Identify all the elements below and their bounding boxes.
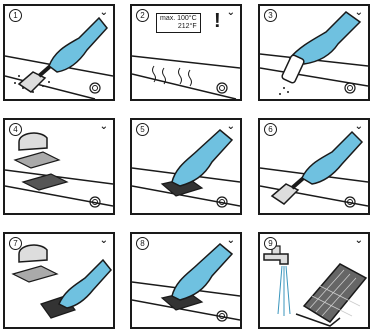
step-number: 6 [264,123,277,136]
step-number: 2 [136,9,149,22]
corner-mark-icon: ⌄ [355,236,363,246]
corner-mark-icon: ⌄ [100,122,108,132]
step-number: 8 [136,237,149,250]
cleaner-bottle-icon [281,54,305,83]
hob-surface-icon [217,83,227,93]
step-number: 1 [9,9,22,22]
hob-surface-icon [345,83,355,93]
cleaning-pads-icon [15,152,67,190]
step-5-panel: 5 ⌄ [130,118,242,215]
temperature-celsius: max. 100°C [160,15,197,23]
grid-filter-icon [296,264,366,326]
cleaner-hob-illustration [260,6,368,99]
step-4-panel: 4 ⌄ [3,118,115,215]
iron-icon [19,245,47,262]
step-6-panel: 6 ⌄ [258,118,370,215]
corner-mark-icon: ⌄ [355,8,363,18]
rinse-filter-illustration [260,234,368,327]
step-8-panel: 8 ⌄ [130,232,242,329]
glove-icon [290,12,360,64]
corner-mark-icon: ⌄ [355,122,363,132]
step-number: 5 [136,123,149,136]
corner-mark-icon: ⌄ [227,122,235,132]
pad-scrub-illustration [132,120,240,213]
step-number: 7 [9,237,22,250]
corner-mark-icon: ⌄ [227,8,235,18]
temperature-fahrenheit: 212°F [160,23,197,31]
glove-icon [302,132,362,184]
corner-mark-icon: ⌄ [227,236,235,246]
temperature-label: max. 100°C 212°F [156,13,201,33]
water-icon [278,266,290,316]
glove-icon [49,18,107,72]
cleaning-pad-icon [13,266,75,318]
step-number: 4 [9,123,22,136]
hob-surface-icon [90,83,100,93]
step-9-panel: 9 ⌄ [258,232,370,329]
scraper-hob-illustration [5,6,113,99]
corner-mark-icon: ⌄ [100,8,108,18]
step-1-panel: 1 ⌄ [3,4,115,101]
step-7-panel: 7 ⌄ [3,232,115,329]
glove-icon [59,260,111,308]
warning-mark: ! [214,11,221,31]
step-number: 9 [264,237,277,250]
pad-change-illustration [5,234,113,327]
final-scrub-illustration [132,234,240,327]
step-number: 3 [264,9,277,22]
step-3-panel: 3 ⌄ [258,4,370,101]
iron-icon [19,133,47,150]
scraper-finish-illustration [260,120,368,213]
pads-hob-illustration [5,120,113,213]
step-2-panel: 2 ⌄ max. 100°C 212°F ! [130,4,242,101]
corner-mark-icon: ⌄ [100,236,108,246]
